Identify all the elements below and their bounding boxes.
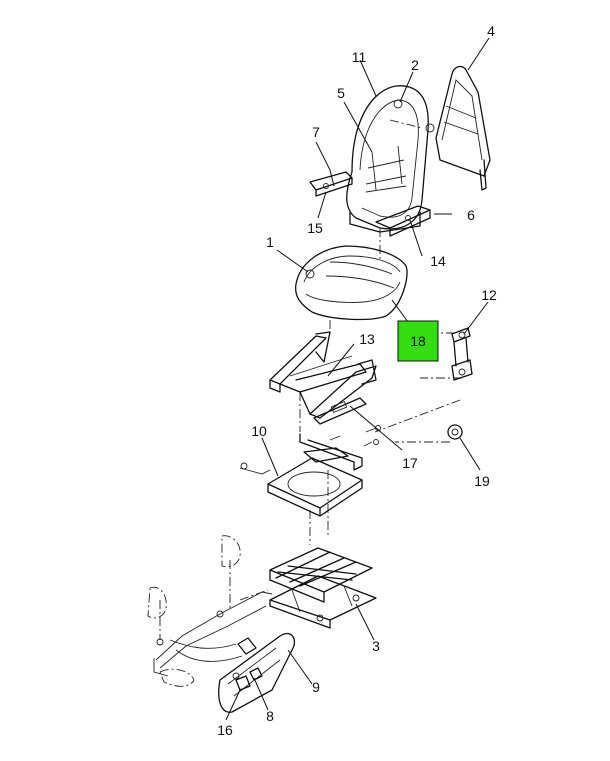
console-switch — [235, 667, 263, 691]
adjust-knob — [447, 424, 463, 440]
swivel-plate — [239, 457, 363, 517]
mounting-bracket — [299, 425, 381, 471]
seat-cushion — [294, 245, 408, 321]
callout-5: 5 — [337, 85, 345, 101]
callout-labels: 1 2 3 4 5 6 7 8 9 10 11 12 13 14 15 16 1… — [217, 23, 497, 738]
back-frame — [425, 65, 491, 191]
leader-lines — [225, 37, 490, 721]
callout-6: 6 — [467, 207, 475, 223]
callout-10: 10 — [251, 423, 267, 439]
callout-19: 19 — [474, 473, 490, 489]
callout-15: 15 — [307, 220, 323, 236]
callout-7: 7 — [312, 124, 320, 140]
slide-handle — [313, 397, 367, 425]
callout-2: 2 — [411, 57, 419, 73]
callout-8: 8 — [266, 708, 274, 724]
seat-slide-frame — [269, 331, 377, 419]
callout-4: 4 — [487, 23, 495, 39]
callout-9: 9 — [312, 679, 320, 695]
right-armrest — [375, 205, 431, 237]
callout-13: 13 — [359, 331, 375, 347]
mounting-studs — [451, 327, 473, 381]
part-18-label: 18 — [410, 333, 426, 349]
assembly-lines — [159, 119, 462, 640]
part-18-highlight-box — [397, 320, 439, 362]
part-18-highlight[interactable]: 18 — [397, 320, 439, 362]
control-cable — [153, 591, 273, 677]
callout-3: 3 — [372, 638, 380, 654]
left-armrest — [309, 171, 353, 197]
callout-17: 17 — [402, 455, 418, 471]
callout-11: 11 — [352, 49, 367, 65]
callout-12: 12 — [481, 287, 497, 303]
callout-14: 14 — [430, 253, 446, 269]
callout-1: 1 — [266, 234, 274, 250]
suspension-base — [269, 547, 377, 629]
seat-backrest — [346, 85, 429, 233]
ghost-levers — [147, 535, 241, 687]
callout-16: 16 — [217, 722, 233, 738]
